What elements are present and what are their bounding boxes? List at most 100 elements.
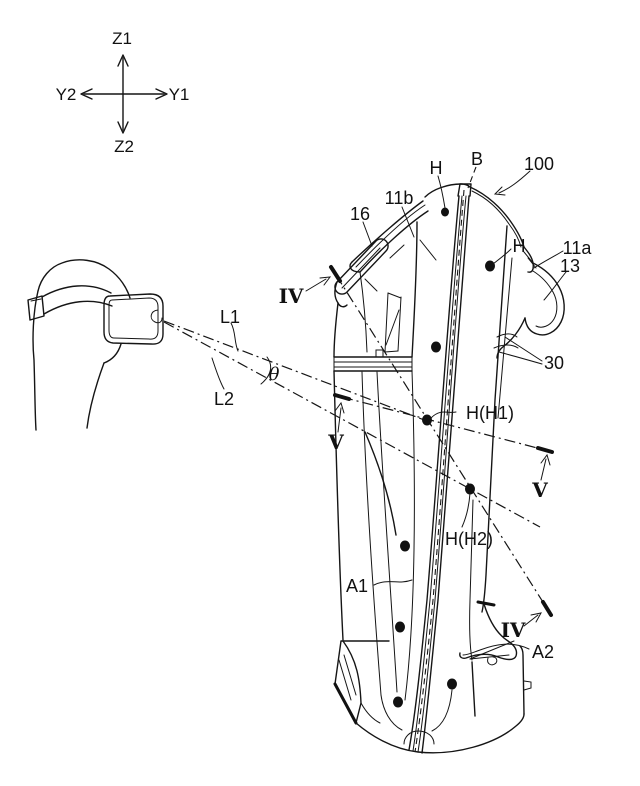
rail-connector-2 xyxy=(364,278,378,292)
label-h-right: H xyxy=(513,236,526,256)
arrowhead-iv-top-icon xyxy=(319,276,332,286)
leader-iv-bottom-shaft xyxy=(523,614,539,627)
handle-attach-top-2 xyxy=(527,257,537,269)
mount-points xyxy=(393,207,495,708)
center-band-right-inner xyxy=(417,195,467,753)
theta-arc xyxy=(260,356,272,385)
arrowhead-iv-bottom-icon xyxy=(530,612,542,623)
reference-labels: H B 100 11b 16 IV H 11a 13 30 L1 L2 θ V … xyxy=(214,149,592,662)
right-foot-brace-2 xyxy=(469,654,510,660)
rail-connector-1 xyxy=(389,244,405,259)
axis-arrowhead-up-icon xyxy=(117,54,129,67)
leader-11b xyxy=(401,206,415,238)
base-inner-curve-right xyxy=(431,689,453,732)
label-h-top: H xyxy=(430,158,443,178)
axis-label-y2: Y2 xyxy=(56,85,77,104)
leader-l2 xyxy=(211,357,225,390)
point-h-base-2 xyxy=(393,696,403,708)
label-16: 16 xyxy=(350,204,370,224)
fold-line-1 xyxy=(419,239,437,261)
vr-headset-nose-notch xyxy=(150,309,163,324)
leader-30-lower xyxy=(498,351,543,365)
centerline-cap xyxy=(457,183,472,197)
leg-face-right-edge xyxy=(404,370,415,701)
pillar-top-right-inner xyxy=(471,190,522,248)
base-bottom-outline xyxy=(355,713,525,754)
rail-11b-top-edge xyxy=(351,200,424,263)
base-inner-curve-left xyxy=(380,694,403,731)
arrowhead-v-left-icon xyxy=(334,401,345,414)
window-quad-bottom xyxy=(384,350,399,353)
center-band-left-inner xyxy=(412,195,463,752)
leader-h-right xyxy=(492,248,512,265)
base-right-tab xyxy=(523,680,532,691)
base-right-edge xyxy=(519,645,525,715)
label-a1: A1 xyxy=(346,576,368,596)
cheek-jaw-line xyxy=(103,343,122,364)
arrowhead-v-right-icon xyxy=(540,453,551,466)
label-theta: θ xyxy=(269,364,280,385)
handle-lower-attach xyxy=(496,317,526,359)
head-back-neck-outline xyxy=(32,290,39,431)
leader-l1 xyxy=(230,322,239,352)
window-quad-top xyxy=(387,292,402,299)
rail-11b-bottom-edge xyxy=(359,210,429,273)
right-face-crease-inner xyxy=(497,257,513,419)
window-left-edge xyxy=(359,271,368,353)
label-h-h1: H(H1) xyxy=(466,403,514,423)
leader-iv-top-shaft xyxy=(305,278,327,292)
handle-13-inner xyxy=(532,270,558,328)
leader-b xyxy=(467,166,477,189)
window-quad-left xyxy=(384,292,389,353)
section-tick-iv-bottom xyxy=(541,600,553,617)
rail-11b-inner-line xyxy=(355,204,426,268)
point-h-lower-1 xyxy=(400,540,410,552)
leader-v-left-shaft xyxy=(337,407,342,433)
axis-arrowhead-down-icon xyxy=(117,121,129,134)
label-100: 100 xyxy=(524,154,554,174)
headset-strap-buckle-line xyxy=(30,298,42,302)
left-edge-upper xyxy=(333,302,339,358)
axis-label-z1: Z1 xyxy=(112,29,132,48)
pillar-top-right-outline xyxy=(469,186,525,248)
face-left-crease xyxy=(411,221,418,358)
section-tick-v-right xyxy=(536,446,554,454)
point-h-right xyxy=(485,260,495,272)
head-outline xyxy=(37,259,131,299)
leader-11a xyxy=(533,250,564,269)
left-foot-outline xyxy=(334,640,362,724)
headset-strap-buckle xyxy=(27,295,45,321)
axis-label-z2: Z2 xyxy=(114,137,134,156)
label-30: 30 xyxy=(544,353,564,373)
person-observer xyxy=(27,259,164,431)
sill-bracket xyxy=(375,349,384,358)
vr-headset-front-face xyxy=(108,297,159,340)
point-h-lower-2 xyxy=(395,621,405,633)
left-leg-inner-1 xyxy=(361,371,382,696)
left-foot-hatch-1 xyxy=(338,659,352,701)
point-h-base-1 xyxy=(447,678,457,690)
bracket-30-curve-1 xyxy=(496,333,518,338)
left-foot-hatch-2 xyxy=(343,654,357,696)
bar-16-inner-line xyxy=(341,247,381,289)
sight-lines xyxy=(163,320,541,528)
neck-front-line xyxy=(86,362,105,429)
section-tick-v-left xyxy=(333,393,351,401)
section-lines xyxy=(329,265,554,617)
center-band-left-outer xyxy=(408,195,460,751)
axis-arrowhead-left-icon xyxy=(80,88,93,100)
point-h2 xyxy=(465,483,475,495)
sight-line-l1 xyxy=(163,320,428,422)
label-11b: 11b xyxy=(385,188,414,208)
right-leg-left-edge xyxy=(469,499,474,661)
leader-h-h2 xyxy=(461,492,471,528)
label-v-left: V xyxy=(327,430,344,454)
label-l2: L2 xyxy=(214,389,234,409)
label-l1: L1 xyxy=(220,307,240,327)
left-leg-inner-2 xyxy=(376,371,398,693)
sight-line-l2 xyxy=(163,321,541,528)
base-left-inner xyxy=(360,702,381,724)
point-h-top xyxy=(441,207,449,217)
label-iv-top: IV xyxy=(279,284,304,308)
right-foot-hook xyxy=(487,656,498,666)
